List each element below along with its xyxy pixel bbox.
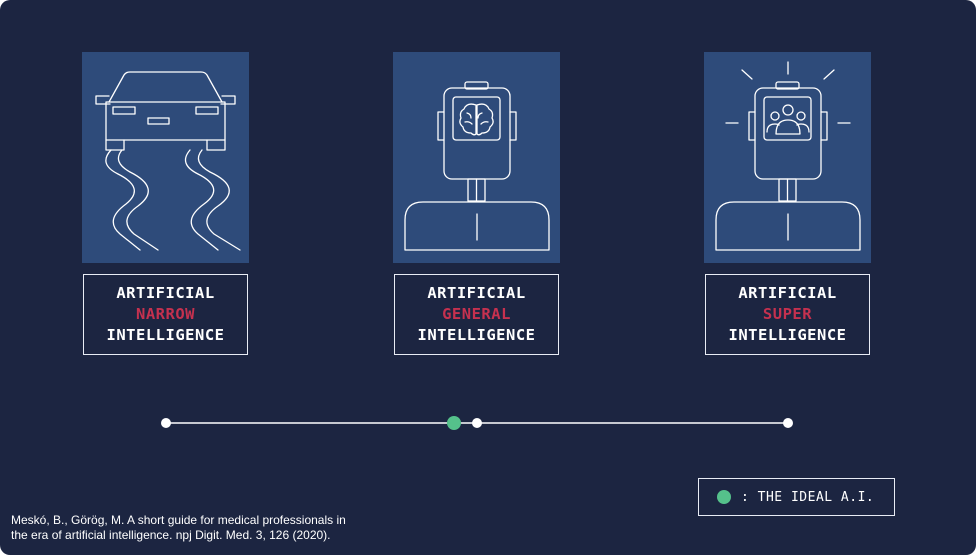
label-line-1: ARTIFICIAL	[116, 284, 215, 302]
label-line-1: ARTIFICIAL	[427, 284, 526, 302]
timeline-node-general	[472, 418, 482, 428]
label-line-3: INTELLIGENCE	[728, 326, 847, 344]
ideal-ai-marker	[447, 416, 461, 430]
car-icon	[95, 71, 241, 251]
robot-brain-icon	[404, 81, 550, 251]
general-ai-label: ARTIFICIAL GENERAL INTELLIGENCE	[394, 274, 559, 355]
timeline-node-narrow	[161, 418, 171, 428]
narrow-ai-label: ARTIFICIAL NARROW INTELLIGENCE	[83, 274, 248, 355]
citation-line-1: Meskó, B., Görög, M. A short guide for m…	[11, 513, 346, 527]
citation-line-2: the era of artificial intelligence. npj …	[11, 528, 331, 542]
legend-text: : THE IDEAL A.I.	[741, 489, 875, 505]
general-ai-panel	[393, 52, 560, 263]
robot-people-icon	[715, 61, 861, 251]
label-highlight-general: GENERAL	[442, 305, 511, 323]
ideal-ai-dot-icon	[717, 490, 731, 504]
super-ai-label: ARTIFICIAL SUPER INTELLIGENCE	[705, 274, 870, 355]
label-line-3: INTELLIGENCE	[106, 326, 225, 344]
super-ai-panel	[704, 52, 871, 263]
label-line-3: INTELLIGENCE	[417, 326, 536, 344]
label-highlight-narrow: NARROW	[136, 305, 195, 323]
narrow-ai-panel	[82, 52, 249, 263]
timeline-node-super	[783, 418, 793, 428]
legend: : THE IDEAL A.I.	[698, 478, 895, 516]
label-highlight-super: SUPER	[762, 305, 813, 323]
citation: Meskó, B., Görög, M. A short guide for m…	[11, 513, 391, 543]
label-line-1: ARTIFICIAL	[738, 284, 837, 302]
